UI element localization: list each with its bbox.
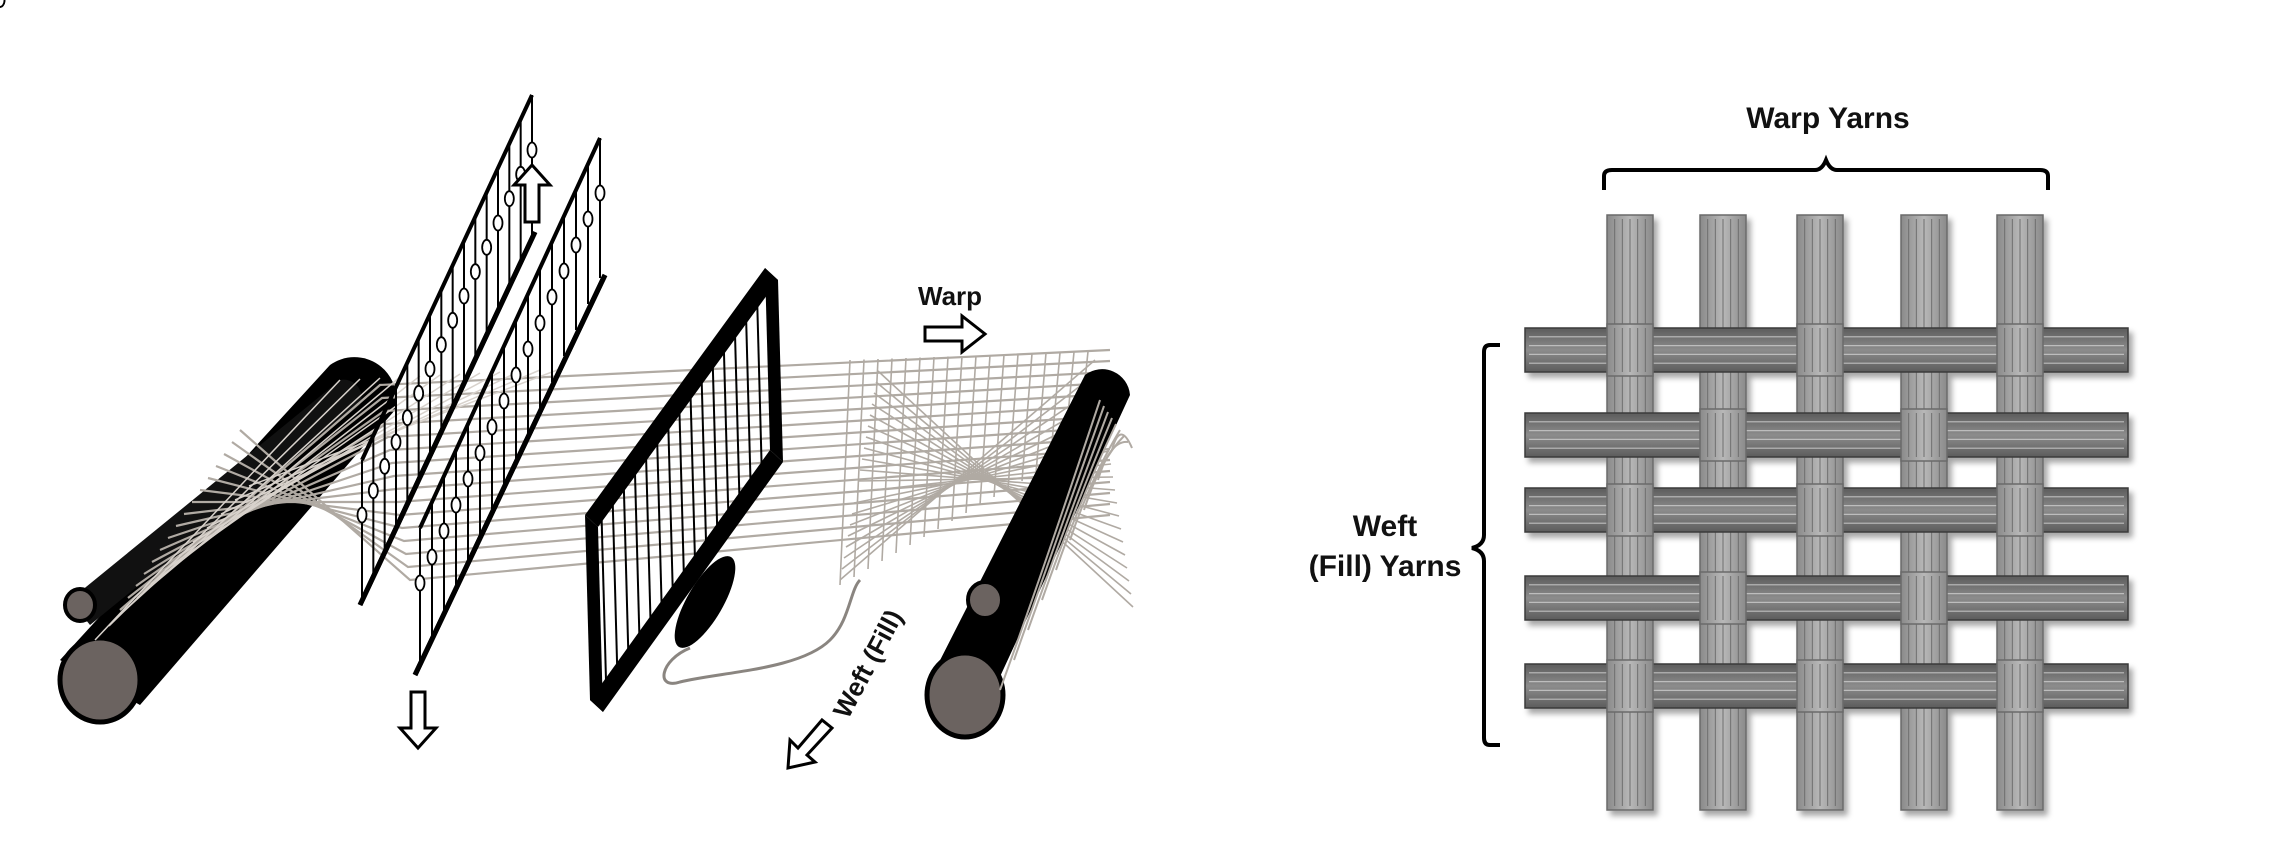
weft-yarns-label-line1: Weft bbox=[1353, 510, 1417, 543]
shuttle bbox=[662, 556, 862, 685]
weft-yarns-label-line2: (Fill) Yarns bbox=[1309, 550, 1462, 583]
warp-beam-roller bbox=[57, 357, 397, 725]
heddle-frames bbox=[0, 0, 608, 677]
plain-weave-diagram: Warp Yarns Weft (Fill) Yarns bbox=[1309, 102, 2129, 811]
warp-bracket bbox=[1602, 154, 2050, 190]
warp-threads bbox=[94, 348, 1111, 641]
warp-direction-label: Warp bbox=[918, 281, 982, 311]
weft-direction-label: Weft (Fill) bbox=[827, 605, 909, 723]
cloth-beam-roller bbox=[924, 369, 1133, 740]
warp-yarns-label: Warp Yarns bbox=[1746, 102, 1909, 135]
warp-direction-arrow-icon bbox=[923, 312, 988, 356]
reed bbox=[585, 268, 783, 712]
woven-fabric bbox=[839, 351, 1134, 608]
shed-down-arrow-icon bbox=[396, 690, 440, 751]
shed-up-arrow-icon bbox=[510, 162, 554, 224]
weft-direction-arrow-icon bbox=[786, 717, 835, 770]
loom-illustration: Warp Weft (Fill) bbox=[0, 0, 1134, 770]
weft-bracket bbox=[1471, 343, 1500, 747]
